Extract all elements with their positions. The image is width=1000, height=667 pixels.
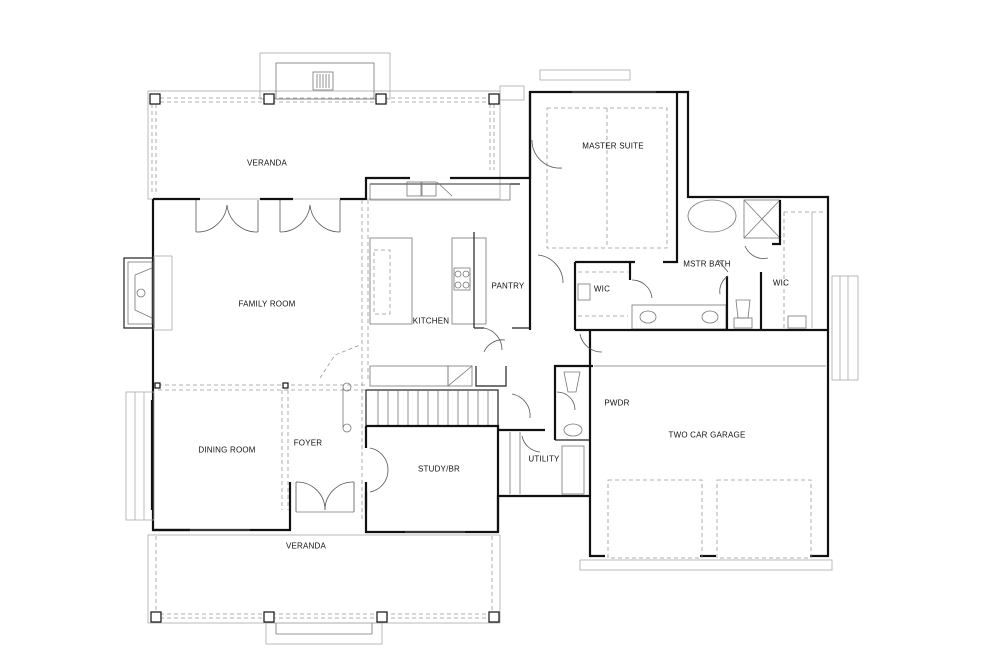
room-label-wic-1: WIC xyxy=(593,284,611,294)
room-label-kitchen: KITCHEN xyxy=(412,316,450,326)
room-label-veranda-front: VERANDA xyxy=(285,541,327,551)
room-label-study: STUDY/BR xyxy=(417,464,461,474)
room-label-pantry: PANTRY xyxy=(491,281,525,291)
master-bath xyxy=(573,199,828,353)
room-label-master-suite: MASTER SUITE xyxy=(582,141,644,151)
room-label-family-room: FAMILY ROOM xyxy=(238,299,296,309)
utility-room xyxy=(498,393,590,498)
family-room-french-doors xyxy=(195,200,341,233)
room-label-foyer: FOYER xyxy=(293,438,323,448)
kitchen-fixtures xyxy=(369,181,530,387)
rear-veranda-posts xyxy=(149,93,500,105)
rear-veranda-outline xyxy=(147,52,501,200)
room-label-master-bath: MSTR BATH xyxy=(683,259,731,269)
room-label-utility: UTILITY xyxy=(528,454,560,464)
room-label-powder: PWDR xyxy=(604,398,630,408)
garage xyxy=(579,275,859,571)
window-marks xyxy=(499,69,631,101)
room-label-dining-room: DINING ROOM xyxy=(198,445,256,455)
front-veranda xyxy=(147,534,501,645)
dining-foyer xyxy=(125,391,465,533)
room-label-garage: TWO CAR GARAGE xyxy=(668,430,746,440)
master-suite xyxy=(531,91,679,284)
room-label-wic-2: WIC xyxy=(772,278,790,288)
interior-partitions xyxy=(154,200,369,520)
staircase xyxy=(342,382,499,433)
powder-room xyxy=(553,364,593,441)
fireplace xyxy=(123,255,173,331)
study-walls xyxy=(364,424,500,532)
room-label-veranda-rear: VERANDA xyxy=(246,158,288,168)
